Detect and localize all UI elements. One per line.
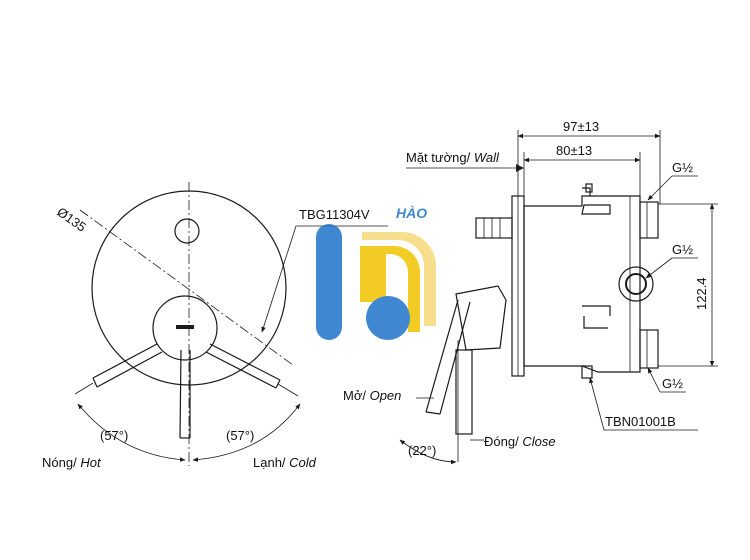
dim-body-label: 80±13 bbox=[556, 143, 592, 158]
lever-center bbox=[179, 349, 191, 439]
cold-angle-arc bbox=[192, 403, 301, 462]
handle-lever-open bbox=[425, 299, 459, 413]
lever-hot bbox=[92, 343, 163, 388]
diameter-line bbox=[79, 209, 294, 366]
port-mid-label: G½ bbox=[672, 242, 693, 257]
watermark-dot-blue bbox=[366, 296, 410, 340]
diameter-label: Ø135 bbox=[54, 204, 89, 235]
port-bottom-label: G½ bbox=[662, 376, 683, 391]
hot-label: Nóng/ Hot bbox=[42, 455, 102, 470]
model-label: TBG11304V bbox=[299, 207, 370, 222]
handle-angle-arc bbox=[399, 439, 457, 465]
valve-body bbox=[523, 195, 641, 373]
wall-label: Mặt tường/ Wall bbox=[406, 150, 500, 165]
watermark-arc-outer bbox=[362, 232, 436, 326]
height-label: 122.4 bbox=[694, 277, 709, 310]
bottom-port-block bbox=[639, 329, 659, 369]
diverter-stub bbox=[475, 217, 513, 239]
diverter-hole bbox=[174, 218, 200, 244]
close-label: Đóng/ Close bbox=[484, 434, 556, 449]
top-port-block bbox=[639, 201, 659, 239]
port-mid-leader bbox=[645, 257, 673, 279]
valve-model-label: TBN01001B bbox=[605, 414, 676, 429]
dim-overall-label: 97±13 bbox=[563, 119, 599, 134]
angle-left-label: (57°) bbox=[100, 428, 128, 443]
angle-right-label: (57°) bbox=[226, 428, 254, 443]
lower-fitting bbox=[582, 305, 611, 329]
handle-angle-label: (22°) bbox=[408, 443, 436, 458]
hot-angle-arc bbox=[77, 403, 186, 462]
open-label: Mở/ Open bbox=[343, 388, 401, 403]
watermark-bar-blue bbox=[316, 224, 342, 340]
port-top-label: G½ bbox=[672, 160, 693, 175]
cold-label: Lạnh/ Cold bbox=[253, 455, 317, 470]
handle-housing bbox=[455, 285, 507, 351]
watermark-text: HÀO bbox=[396, 205, 427, 221]
handle-lever-closed bbox=[455, 349, 473, 435]
port-bottom-leader bbox=[647, 367, 661, 393]
middle-port bbox=[618, 266, 654, 302]
brand-mark bbox=[176, 325, 194, 329]
valve-model-leader bbox=[589, 377, 605, 431]
watermark-arc-inner bbox=[362, 246, 420, 332]
side-view: (22°) Mở/ Open Đóng/ Close Mặt tường/ Wa… bbox=[343, 119, 718, 465]
handle-hub bbox=[152, 295, 218, 361]
watermark-block-yellow bbox=[360, 246, 386, 302]
port-top-leader bbox=[647, 175, 673, 201]
model-leader bbox=[261, 225, 297, 333]
top-fitting bbox=[581, 187, 611, 215]
watermark-logo: HÀO bbox=[316, 205, 436, 340]
